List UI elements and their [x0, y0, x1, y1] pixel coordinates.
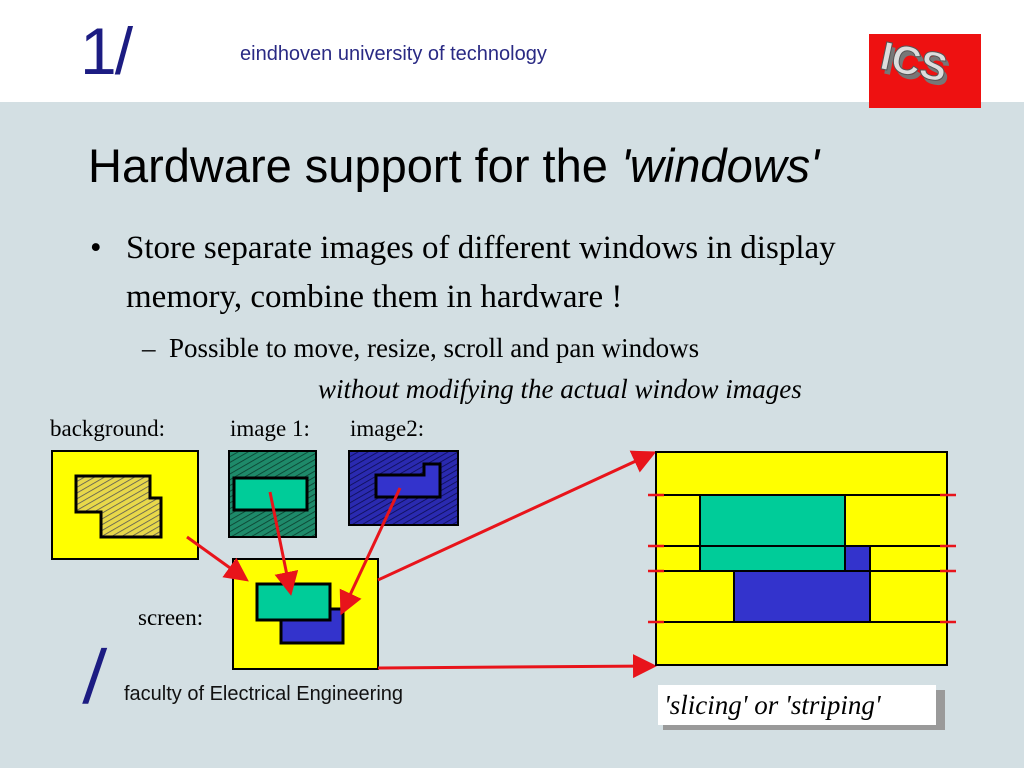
screen-box [232, 558, 379, 670]
arrow-screen-bottom-to-slices [377, 654, 657, 679]
arrow-background-to-screen [186, 535, 249, 582]
image2-box [348, 450, 459, 526]
sub-dash: – [142, 333, 156, 363]
label-image2: image2: [350, 416, 425, 441]
arrow-image2-to-screen [339, 487, 402, 616]
background-image-box [51, 450, 199, 560]
slide-title: Hardware support for the 'windows' [88, 138, 819, 193]
title-plain: Hardware support for the [88, 139, 621, 192]
image1-box [228, 450, 317, 538]
arrows [186, 450, 657, 679]
sub-bullet-text: Possible to move, resize, scroll and pan… [169, 333, 700, 363]
sliced-screen [648, 451, 956, 666]
arrow-image1-to-screen [268, 491, 299, 596]
title-emphasis: 'windows' [620, 139, 820, 192]
label-image1: image 1: [230, 416, 310, 441]
sub-bullet-emphasis: without modifying the actual window imag… [318, 374, 802, 404]
arrow-screen-top-to-slices [377, 450, 657, 582]
slice-markers [648, 493, 956, 624]
university-name: eindhoven university of technology [240, 43, 547, 65]
slide-header: 1/ eindhoven university of technology IC… [0, 0, 1024, 108]
label-background: background: [50, 416, 165, 441]
sub-bullet: – Possible to move, resize, scroll and p… [142, 333, 699, 364]
slicing-caption: 'slicing' or 'striping' [658, 685, 936, 725]
slice-lines [656, 494, 947, 623]
ics-logo-icon: ICS ICS [869, 34, 981, 108]
label-screen: screen: [138, 605, 204, 630]
bullet-dot: • [90, 230, 102, 266]
tue-logo-mark: 1/ [80, 14, 133, 88]
bullet-text: Store separate images of different windo… [126, 230, 836, 315]
faculty-name: faculty of Electrical Engineering [124, 683, 404, 705]
